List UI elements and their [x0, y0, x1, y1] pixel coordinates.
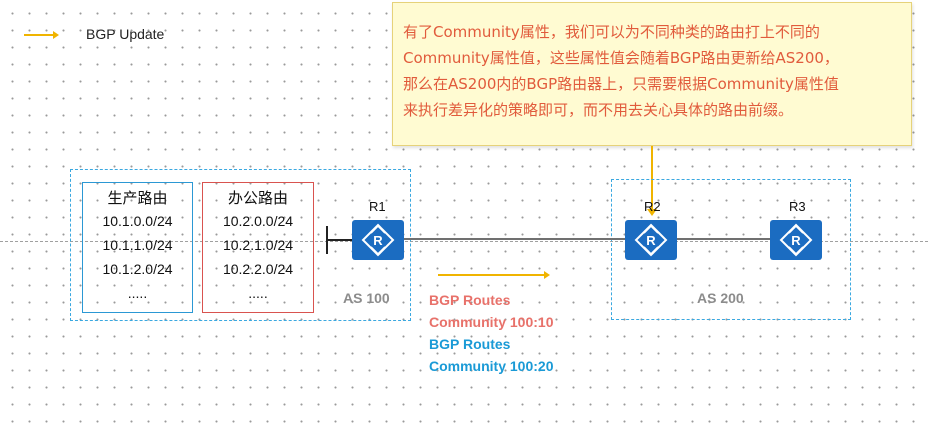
as200-boundary	[611, 179, 851, 320]
community-label-b: Community 100:20	[429, 358, 554, 374]
bgp-update-arrow	[438, 271, 550, 279]
router-r2-icon[interactable]: R	[625, 220, 677, 260]
route-source-link	[327, 239, 352, 241]
as100-boundary	[70, 169, 411, 321]
callout-pointer-arrow	[647, 146, 657, 216]
svg-text:R: R	[646, 233, 656, 248]
router-r3-label: R3	[789, 199, 806, 214]
router-icon: R	[779, 223, 813, 257]
router-r1-label: R1	[369, 199, 386, 214]
router-r1-icon[interactable]: R	[352, 220, 404, 260]
bgp-routes-label-b: BGP Routes	[429, 336, 511, 352]
as100-label: AS 100	[343, 290, 390, 306]
route-ellipsis: .....	[127, 285, 148, 301]
bgp-routes-label-a: BGP Routes	[429, 292, 511, 308]
callout-line: 有了Community属性，我们可以为不同种类的路由打上不同的	[403, 23, 820, 41]
callout-note: 有了Community属性，我们可以为不同种类的路由打上不同的 Communit…	[392, 2, 912, 146]
link-r2-r3	[677, 238, 770, 240]
community-label-a: Community 100:10	[429, 314, 554, 330]
callout-line: 来执行差异化的策略即可，而不用去关心具体的路由前缀。	[403, 101, 794, 119]
route-prefix: 10.1.2.0/24	[102, 261, 173, 277]
callout-line: Community属性值，这些属性值会随着BGP路由更新给AS200，	[403, 49, 839, 67]
legend-label: BGP Update	[86, 26, 165, 42]
route-prefix: 10.1.0.0/24	[102, 213, 173, 229]
route-ellipsis: .....	[248, 285, 268, 301]
office-routes-title: 办公路由	[227, 189, 288, 207]
production-routes-box: 生产路由 10.1.0.0/24 10.1.1.0/24 10.1.2.0/24…	[82, 182, 193, 313]
svg-text:R: R	[373, 233, 383, 248]
route-prefix: 10.2.0.0/24	[222, 213, 294, 229]
link-r1-r2	[404, 238, 625, 240]
route-prefix: 10.1.1.0/24	[102, 237, 173, 253]
router-r3-icon[interactable]: R	[770, 220, 822, 260]
svg-text:R: R	[791, 233, 801, 248]
route-prefix: 10.2.2.0/24	[222, 261, 294, 277]
router-icon: R	[361, 223, 395, 257]
router-r2-label: R2	[644, 199, 661, 214]
bgp-update-legend-arrow	[24, 31, 59, 39]
horizontal-guide-line	[0, 241, 928, 242]
as200-label: AS 200	[697, 290, 744, 306]
office-routes-box: 办公路由 10.2.0.0/24 10.2.1.0/24 10.2.2.0/24…	[202, 182, 314, 313]
route-prefix: 10.2.1.0/24	[222, 237, 294, 253]
callout-line: 那么在AS200内的BGP路由器上，只需要根据Community属性值	[403, 75, 839, 93]
production-routes-title: 生产路由	[107, 189, 168, 207]
router-icon: R	[634, 223, 668, 257]
